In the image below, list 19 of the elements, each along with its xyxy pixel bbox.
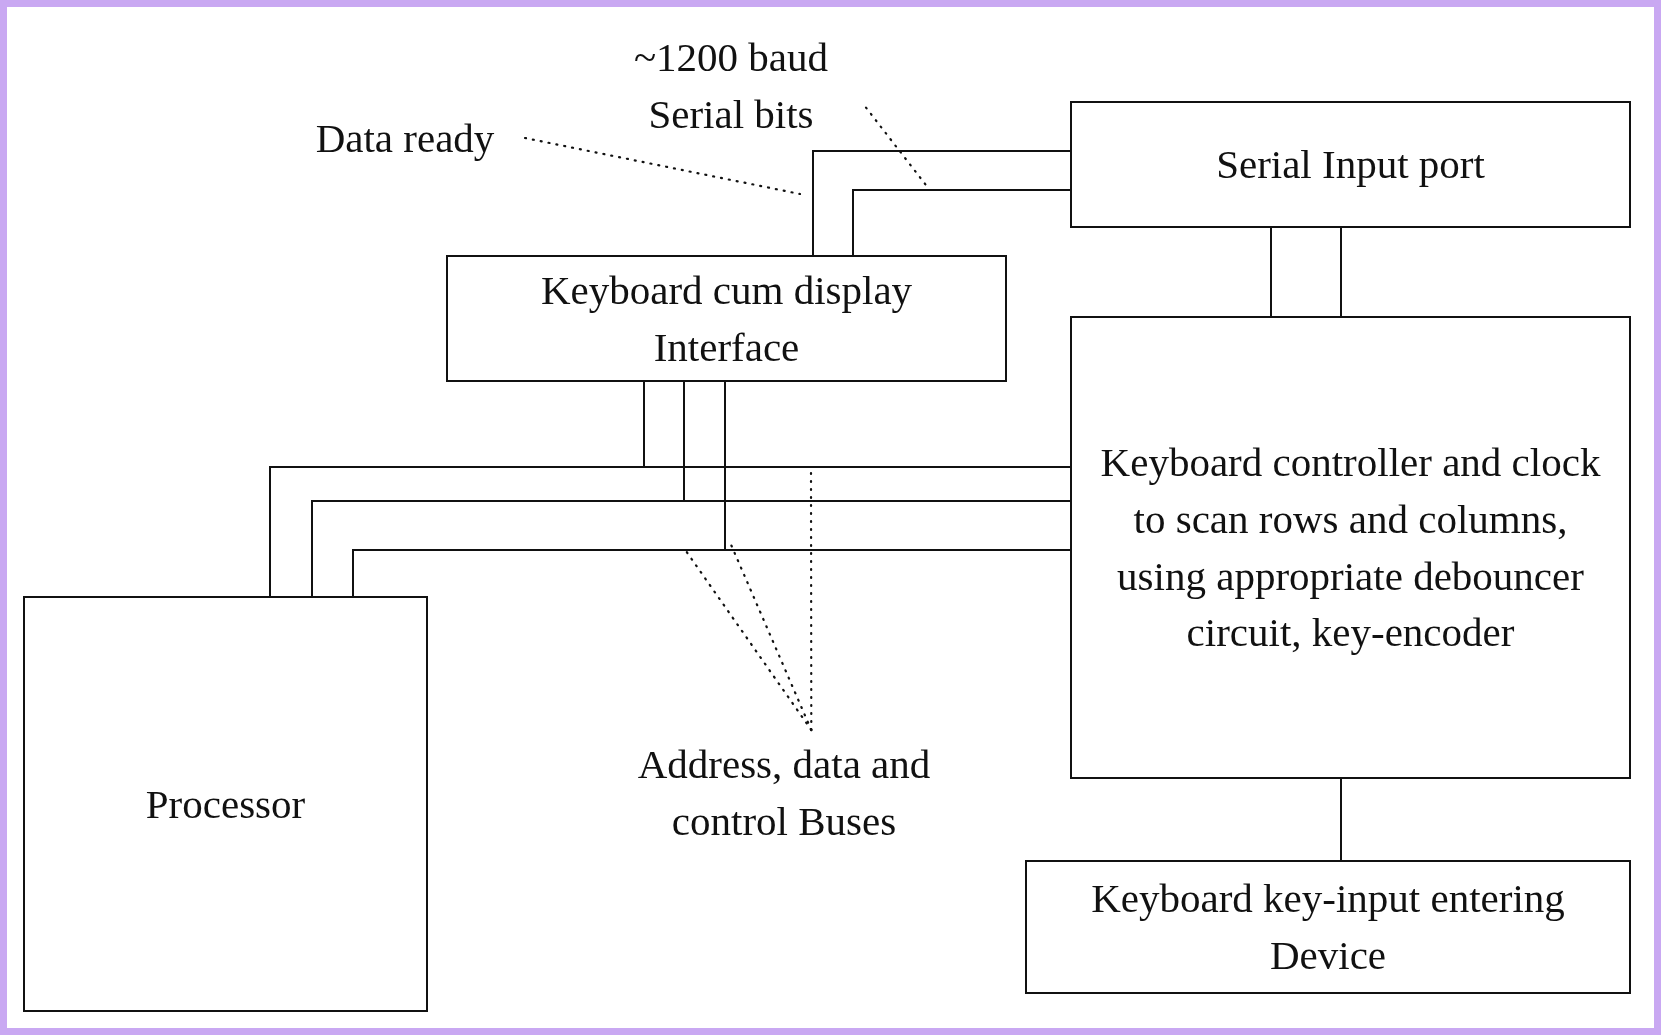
block-box	[23, 596, 428, 1012]
block-label: Processor	[145, 779, 306, 829]
leader-line	[523, 136, 802, 196]
block-box	[446, 255, 1007, 382]
block-box	[1025, 860, 1631, 994]
block-label: Keyboard cum display Interface	[539, 265, 914, 372]
block-label: Keyboard controller and clock to scan rows and columns, using appropriate debouncer circuit, key-encoder	[1099, 438, 1602, 658]
annotation-text: ~1200 baud Serial bits	[632, 33, 830, 139]
block-box	[1070, 316, 1631, 779]
bus-line	[1340, 778, 1342, 861]
annotation-text: Address, data and control Buses	[636, 739, 932, 846]
bus-line	[812, 150, 1071, 256]
bus-line	[1340, 227, 1342, 317]
bus-line	[852, 189, 1071, 256]
block-box	[1070, 101, 1631, 228]
block-label: Serial Input port	[1216, 140, 1485, 190]
annotation-text: Data ready	[315, 113, 495, 163]
bus-line	[1270, 227, 1272, 317]
block-label: Keyboard key-input entering Device	[1090, 874, 1566, 980]
